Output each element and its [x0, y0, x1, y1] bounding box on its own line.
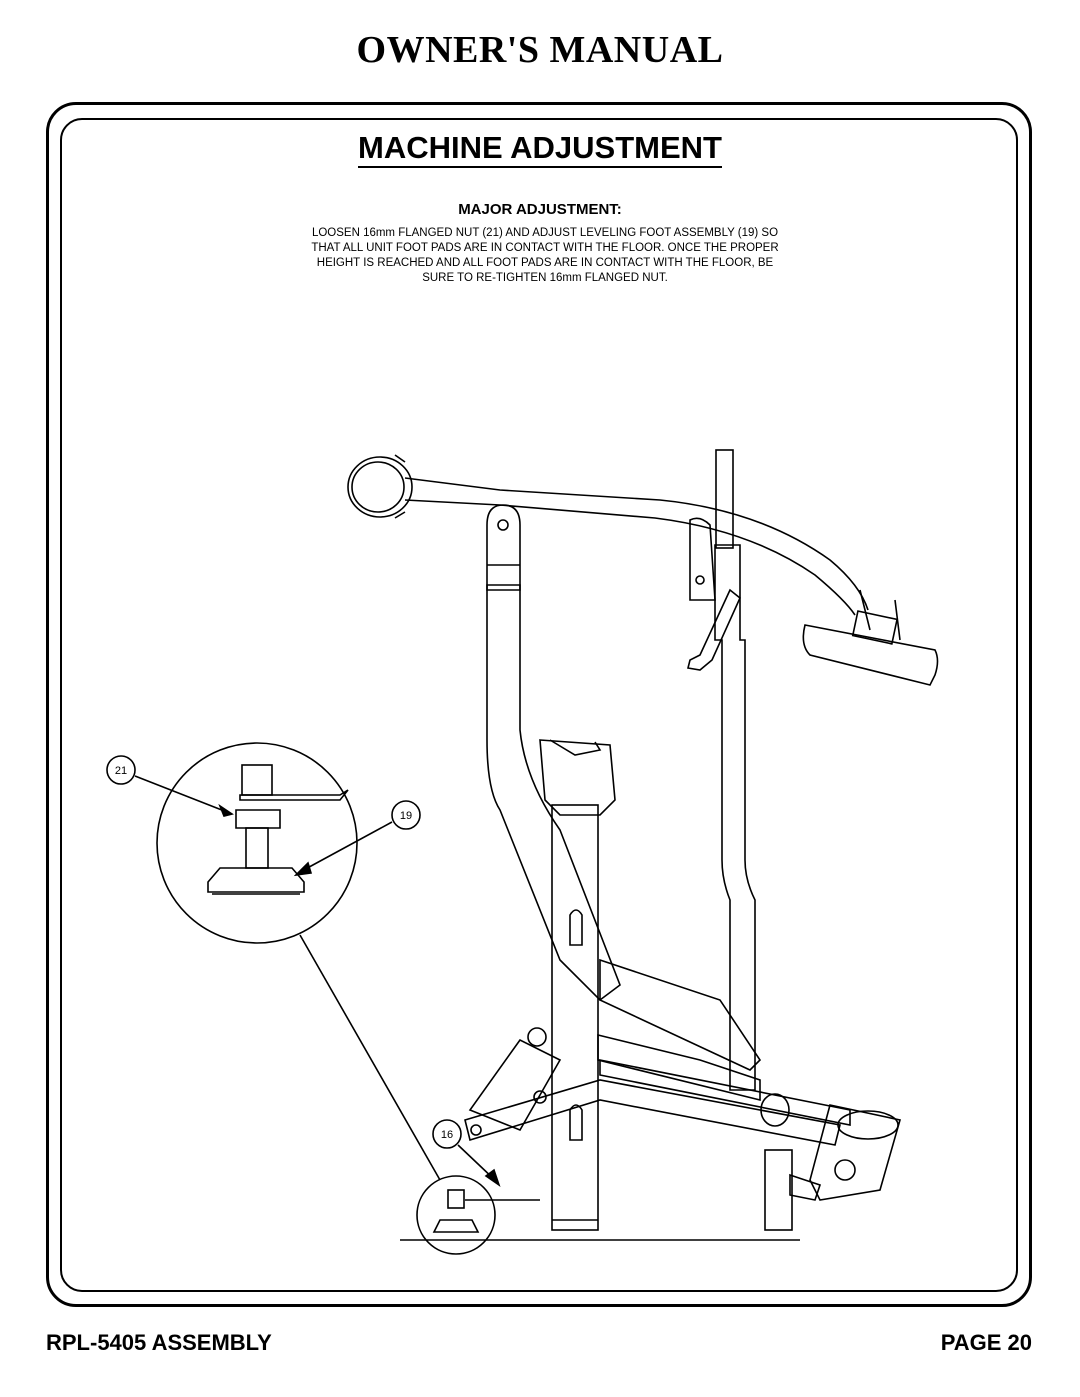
lower-pedal-bracket	[809, 1104, 902, 1201]
grip-cap-outer	[347, 456, 413, 518]
model-assembly-label: RPL-5405 ASSEMBLY	[46, 1330, 272, 1355]
adjustment-instructions: LOOSEN 16mm FLANGED NUT (21) AND ADJUST …	[311, 227, 779, 284]
upper-rod	[715, 449, 734, 549]
callout-19-bubble	[391, 800, 421, 830]
lower-foot-pad	[837, 1110, 899, 1140]
lower-link-arm	[464, 1079, 841, 1146]
manual-title: OWNER'S MANUAL	[356, 29, 724, 71]
crank-plate	[468, 1038, 562, 1132]
pedal-arm	[599, 958, 762, 1071]
page-frame-outer	[46, 102, 1032, 1307]
handle-arm-bottom	[404, 499, 856, 616]
column-knob-upper	[569, 909, 583, 946]
seat-post	[486, 584, 621, 1002]
callout-19-label: 19	[400, 810, 412, 822]
lower-foot-stem	[447, 1189, 465, 1209]
callout-21-label: 21	[115, 765, 127, 777]
pedal-bracket	[851, 610, 899, 645]
console-head	[539, 739, 616, 816]
callout-19-leader	[299, 821, 393, 873]
detail-plate	[239, 789, 349, 801]
crank-pivot	[527, 1027, 547, 1047]
shock-end	[760, 1093, 790, 1127]
major-adjustment-heading: MAJOR ADJUSTMENT:	[458, 201, 622, 218]
rear-base-post	[764, 1149, 793, 1231]
flanged-nut	[235, 809, 281, 829]
column-knob-lower	[569, 1104, 583, 1141]
seat-post-pivot-housing	[486, 504, 521, 591]
pivot-bolt	[497, 519, 509, 531]
section-title-text: MACHINE ADJUSTMENT	[358, 130, 722, 168]
right-column	[714, 544, 756, 1091]
callout-21-bubble	[106, 755, 136, 785]
leveling-stem	[245, 827, 269, 869]
lower-foot-detail-circle	[416, 1175, 496, 1255]
lower-rail	[599, 1059, 851, 1126]
section-title: MACHINE ADJUSTMENT	[0, 130, 1080, 168]
grip-cap-inner	[351, 461, 405, 513]
column-bracket	[689, 517, 716, 601]
leveling-foot-detail-circle	[156, 742, 358, 944]
page-frame-inner	[60, 118, 1018, 1292]
callout-16-bubble	[432, 1119, 462, 1149]
lower-foot-pad	[432, 1219, 480, 1233]
leveling-pad	[207, 867, 305, 893]
page-number: PAGE 20	[940, 1330, 1032, 1355]
detail-tube	[241, 764, 273, 796]
shock-body	[597, 1033, 761, 1102]
main-column	[551, 804, 599, 1231]
upper-pedal	[802, 624, 939, 686]
callout-21-leader	[134, 775, 233, 815]
handle-arm-top	[404, 477, 869, 611]
callout-16-label: 16	[441, 1129, 453, 1141]
lever-arm	[687, 588, 741, 671]
detail-leader-line	[299, 934, 441, 1181]
